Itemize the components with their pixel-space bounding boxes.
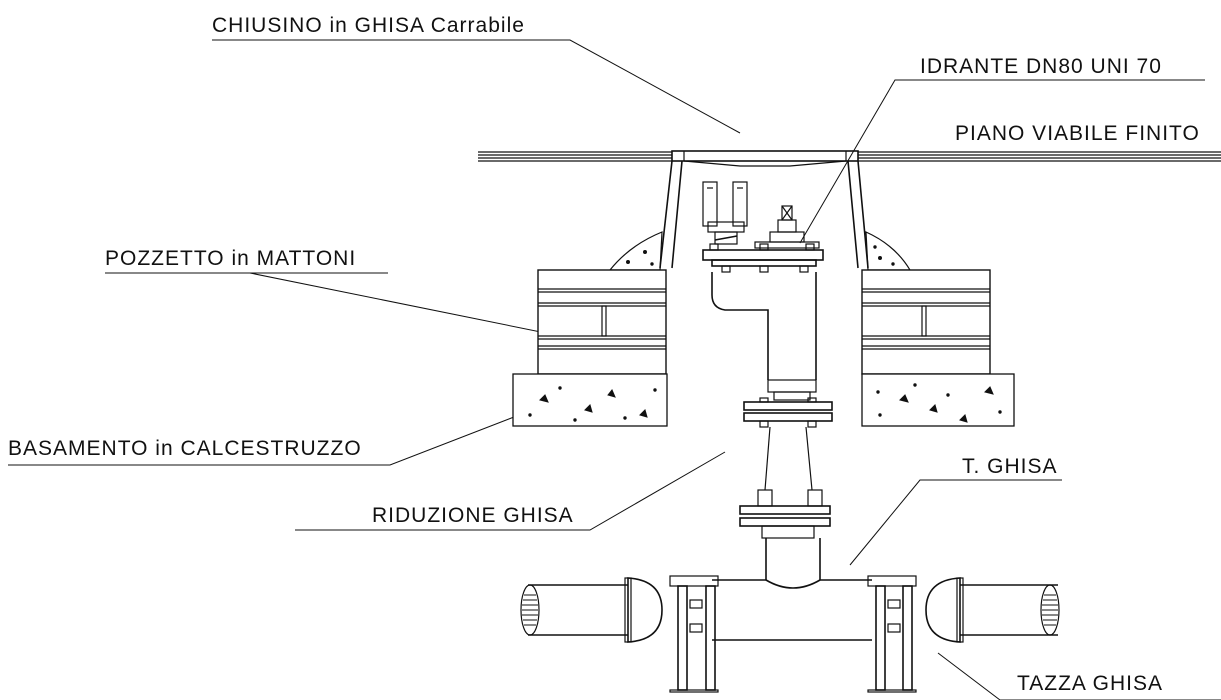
leader-idrante bbox=[799, 79, 1205, 244]
hydrant-head bbox=[702, 181, 824, 273]
label-piano-viabile: PIANO VIABILE FINITO bbox=[955, 122, 1200, 145]
label-chiusino: CHIUSINO in GHISA Carrabile bbox=[212, 14, 525, 37]
leader-t-ghisa bbox=[849, 479, 1062, 566]
pipe-right bbox=[867, 575, 1060, 693]
leader-riduzione bbox=[295, 451, 726, 531]
reducer bbox=[757, 426, 823, 507]
label-tazza: TAZZA GHISA bbox=[1017, 672, 1163, 695]
label-pozzetto: POZZETTO in MATTONI bbox=[105, 247, 356, 270]
label-idrante: IDRANTE DN80 UNI 70 bbox=[920, 55, 1162, 78]
label-riduzione: RIDUZIONE GHISA bbox=[372, 504, 574, 527]
pipe-left bbox=[520, 575, 719, 693]
tee-fitting bbox=[712, 538, 872, 641]
brick-wall-left bbox=[537, 269, 667, 375]
brick-wall-right bbox=[861, 269, 991, 375]
label-t-ghisa: T. GHISA bbox=[962, 455, 1058, 478]
leader-tazza bbox=[937, 652, 1221, 700]
concrete-base bbox=[512, 373, 1015, 427]
soil-mound bbox=[608, 231, 912, 271]
upper-flange bbox=[743, 397, 833, 428]
label-basamento: BASAMENTO in CALCESTRUZZO bbox=[8, 437, 362, 460]
leader-basamento bbox=[8, 404, 546, 466]
cast-iron-cover bbox=[659, 150, 869, 269]
road-surface bbox=[478, 151, 1221, 162]
leader-lines bbox=[8, 39, 1221, 700]
leader-chiusino bbox=[212, 39, 741, 134]
hydrant-body bbox=[711, 272, 817, 401]
lower-flange bbox=[739, 505, 831, 539]
